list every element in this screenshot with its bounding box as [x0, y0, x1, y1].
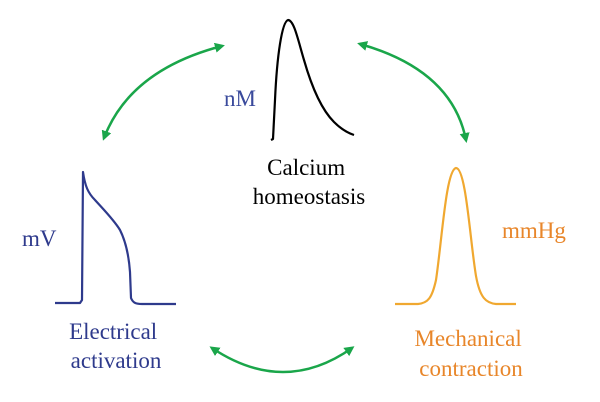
- electrical-label-line2: activation: [71, 348, 162, 373]
- calcium-unit-label: nM: [224, 86, 256, 111]
- arrow-electrical-mechanical: [209, 346, 355, 374]
- mechanical-unit-label: mmHg: [502, 218, 566, 243]
- mechanical-contraction-label: Mechanical contraction: [414, 326, 527, 381]
- arrow-calcium-electrical: [101, 42, 225, 141]
- electrical-unit-label: mV: [22, 226, 57, 251]
- mechanical-label-line1: Mechanical: [414, 326, 521, 351]
- action-potential-trace: [55, 170, 176, 306]
- calcium-label-line2: homeostasis: [253, 184, 365, 209]
- calcium-label-line1: Calcium: [267, 155, 345, 180]
- mechanical-label-line2: contraction: [419, 356, 523, 381]
- electrical-activation-label: Electrical activation: [69, 319, 163, 373]
- electrical-label-line1: Electrical: [69, 319, 157, 344]
- calcium-transient-trace: [270, 18, 355, 141]
- contraction-pressure-trace: [395, 166, 516, 306]
- arrow-calcium-mechanical: [357, 41, 470, 143]
- calcium-homeostasis-label: Calcium homeostasis: [253, 155, 365, 209]
